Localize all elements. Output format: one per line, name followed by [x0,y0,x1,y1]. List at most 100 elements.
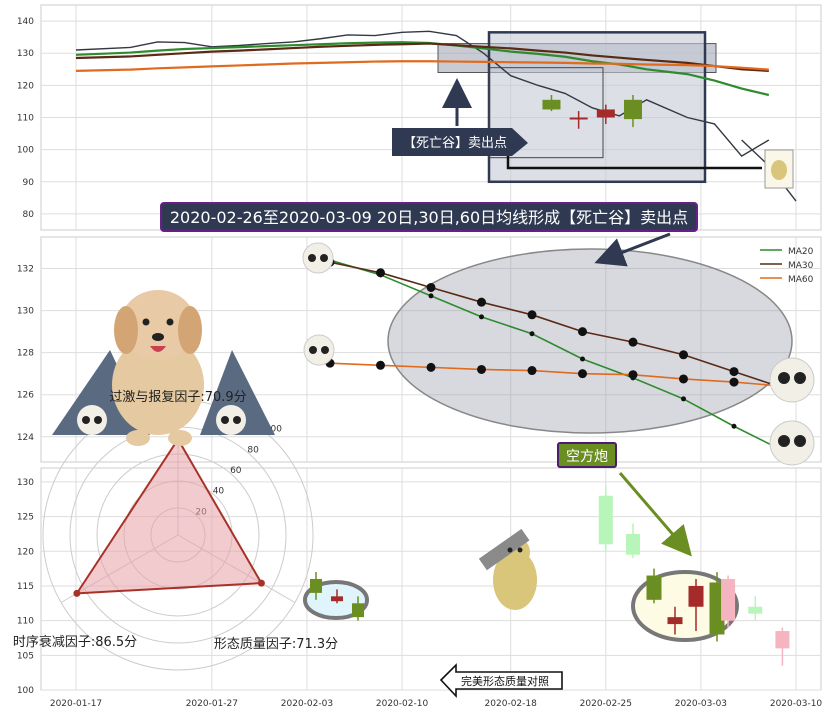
ma-point-ma60 [477,364,486,374]
y-tick-label: 132 [17,265,34,275]
dead-valley-zone [487,31,707,184]
kongfangpao-arrow [618,472,692,557]
ma-line-ma20 [329,259,785,453]
legend-ma30: MA30 [788,261,814,271]
price-layer [75,30,797,202]
legend-ma60: MA60 [788,275,814,285]
y-tick-label: 115 [17,582,34,592]
x-tick-label: 2020-01-17 [50,699,102,709]
x-tick-label: 2020-02-25 [580,699,632,709]
ghost-candle [748,606,763,614]
sell-annotation-text: 【死亡谷】卖出点 [403,136,507,151]
y-tick-label: 120 [17,547,34,557]
radar-point [257,579,265,587]
dog-mascot-icon [52,290,275,446]
y-tick-label: 90 [23,178,35,188]
ma-point-ma60 [527,366,537,376]
ma-point-ma30 [477,297,486,307]
skull-icon [302,242,815,466]
radar-ring-label: 60 [230,466,242,476]
ma-point-ma20 [731,423,737,429]
price-candle [623,99,642,120]
y-tick-label: 105 [17,651,34,661]
tick-layer: 2020-01-17 2020-01-27 2020-02-03 2020-02-10… [17,17,823,709]
radar-label-right: 形态质量因子:71.3分 [214,637,338,652]
ma-line-ma30 [329,261,785,390]
series-line-price [75,30,770,157]
ma-point-ma30 [679,350,688,360]
ma-point-ma30 [426,282,436,292]
radar-point [73,589,81,597]
ma-point-ma60 [578,369,587,379]
y-tick-label: 130 [17,478,34,488]
ma-point-ma20 [580,356,585,362]
pattern-layer [303,472,790,666]
ma-point-ma60 [426,362,436,372]
ma-point-ma20 [681,396,686,402]
perfect-pattern-text: 完美形态质量对照 [461,674,549,688]
x-tick-label: 2020-01-27 [186,699,238,709]
x-tick-label: 2020-02-03 [281,699,333,709]
left-pattern-candle [310,579,322,593]
dead-valley-banner: 2020-02-26至2020-03-09 20日,30日,60日均线形成【死亡… [160,202,698,232]
y-tick-label: 140 [17,17,34,27]
banner-text: 2020-02-26至2020-03-09 20日,30日,60日均线形成【死亡… [170,208,688,227]
ma-legend: MA20 MA30 MA60 [760,247,814,285]
ma-point-ma20 [529,331,535,337]
ma-point-ma20 [479,314,484,320]
mascot-thumbnail-icon [764,149,794,189]
series-line-ma60 [75,60,769,72]
x-tick-label: 2020-02-10 [376,699,429,709]
right-pattern-candle [688,585,704,607]
ma-point-ma30 [527,310,537,320]
radar-ring-label: 100 [265,425,282,435]
y-tick-label: 126 [17,391,34,401]
y-tick-label: 110 [17,617,34,627]
x-tick-label: 2020-02-18 [485,699,538,709]
ghost-candle [721,579,736,621]
y-tick-label: 110 [17,114,34,124]
left-pattern-candle [331,596,343,602]
price-candle [596,109,615,118]
y-tick-label: 130 [17,307,34,317]
ma-point-ma20 [428,293,434,299]
banner-arrow [594,232,671,267]
y-tick-label: 130 [17,49,34,59]
perfect-pattern-tag: 完美形态质量对照 [439,663,563,699]
ghost-candle [775,631,790,649]
ma-point-ma30 [729,367,739,377]
ma-point-ma60 [729,377,739,387]
right-pattern-candle [667,617,683,625]
radar-ring-label: 40 [213,487,225,497]
ma-point-ma60 [628,370,638,380]
y-tick-label: 128 [17,349,34,359]
right-pattern-candle [646,575,662,600]
ma-point-ma30 [578,327,587,337]
legend-ma20: MA20 [788,247,814,257]
x-tick-label: 2020-03-10 [770,699,823,709]
ma-point-ma30 [628,337,638,347]
cat-bazooka-icon [478,528,537,610]
kongfangpao-text: 空方炮 [566,449,608,465]
y-tick-label: 120 [17,81,34,91]
series-line-ma30 [75,42,769,72]
ma-point-ma60 [679,374,688,384]
radar-label-top: 过激与报复因子:70.9分 [109,390,246,405]
price-candle [569,117,588,120]
ghost-candle [625,533,640,555]
sell-point-annotation: 【死亡谷】卖出点 [392,128,528,156]
x-tick-label: 2020-03-03 [675,699,727,709]
ma-point-ma30 [376,268,385,278]
left-pattern-candle [352,603,364,618]
price-candle [542,99,561,110]
y-tick-label: 100 [17,146,34,156]
y-tick-label: 125 [17,513,34,523]
y-tick-label: 124 [17,433,34,443]
ma-point-ma60 [376,360,385,370]
radar-label-left: 时序衰减因子:86.5分 [13,634,137,650]
kongfangpao-tag: 空方炮 [557,442,617,468]
radar-ring-label: 80 [247,445,259,455]
skull-icon [77,405,246,435]
radar-area [74,437,264,595]
